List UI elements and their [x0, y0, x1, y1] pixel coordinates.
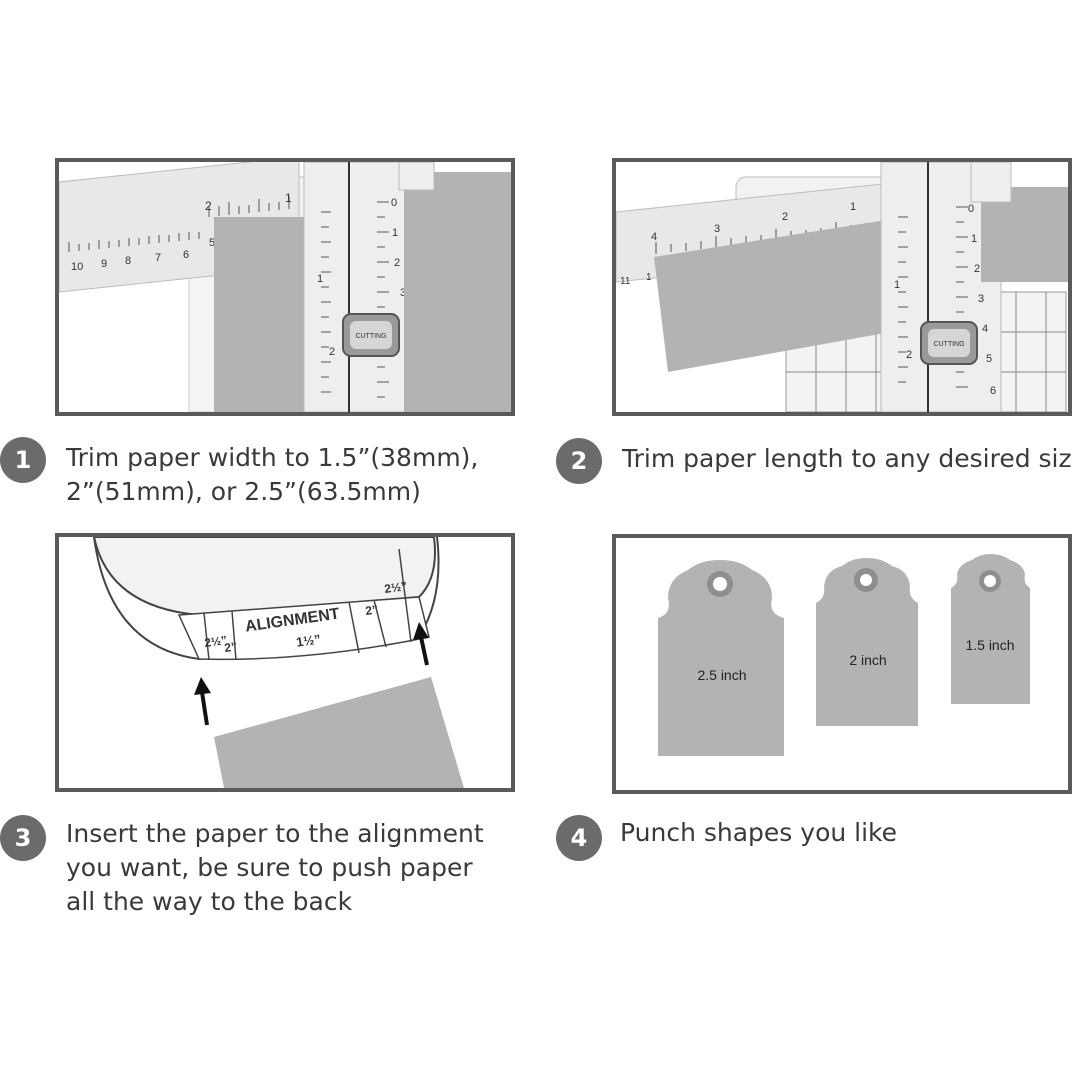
ruler-number: 3: [400, 287, 406, 299]
tag-label: 1.5 inch: [965, 637, 1014, 653]
caption-line: you want, be sure to push paper: [66, 853, 473, 882]
alignment-size-right: 2½”: [383, 579, 407, 596]
rail-top: [970, 162, 1012, 203]
tag-2-5-inch: 2.5 inch: [658, 560, 784, 756]
ruler-number: 5: [209, 237, 215, 249]
ruler-number: 1: [971, 233, 977, 245]
paper-sheet: [214, 677, 464, 788]
ruler-number: 9: [101, 258, 107, 270]
alignment-size-right: 2”: [364, 602, 379, 618]
cutting-slider-face: [928, 329, 970, 357]
cutting-label: CUTTING: [355, 333, 386, 340]
tag-2-inch: 2 inch: [816, 558, 918, 726]
ruler-number: 0: [968, 203, 974, 215]
ruler-number: 1: [392, 227, 398, 239]
alignment-illustration: ALIGNMENT 1½” 2½” 2” 2” 2½”: [92, 537, 464, 788]
ruler-number: 3: [978, 293, 984, 305]
ruler-number: 1: [285, 191, 292, 205]
ruler-number: 1: [646, 272, 652, 283]
paper-sheet: [654, 220, 891, 372]
cutting-slider-face: [350, 321, 392, 349]
step-1-caption: Trim paper width to 1.5”(38mm), 2”(51mm)…: [66, 441, 478, 509]
ruler-number: 1: [850, 201, 856, 213]
ruler-number: 2: [974, 263, 980, 275]
punch-shapes-illustration: 2.5 inch 2 inch 1.5 inch: [658, 554, 1030, 756]
ruler-number: 1: [894, 279, 900, 291]
tag-label: 2.5 inch: [697, 667, 746, 683]
tag-1-5-inch: 1.5 inch: [951, 554, 1030, 704]
caption-line: Trim paper length to any desired size: [622, 444, 1072, 473]
ruler-number: 4: [982, 323, 988, 335]
tag-label: 2 inch: [849, 652, 886, 668]
ruler-number: 2: [394, 257, 400, 269]
caption-line: all the way to the back: [66, 887, 353, 916]
step-number-badge: 4: [556, 815, 602, 861]
ruler-number: 5: [986, 353, 992, 365]
alignment-size-center: 1½”: [295, 631, 321, 649]
alignment-dividers: [203, 548, 412, 661]
arrow-up-icon: [194, 677, 211, 726]
ruler-number: 6: [183, 249, 189, 261]
step-2-caption: Trim paper length to any desired size: [622, 442, 1072, 476]
panel-trim-length: 4 3 2 1 11 1 1 2 0 1 2 3 4 5 6: [612, 158, 1072, 416]
ruler-number: 1: [317, 273, 323, 285]
ruler-number: 2: [906, 349, 912, 361]
rail-top: [398, 162, 435, 191]
paper-sheet: [404, 172, 511, 412]
ruler-number: 10: [71, 261, 83, 273]
caption-line: Insert the paper to the alignment: [66, 819, 484, 848]
panel-trim-width: 2 1 10 9 8 7 6 5 1 2 0 1 2 3 4 5: [55, 158, 515, 416]
ruler-number: 4: [651, 231, 657, 243]
caption-line: Punch shapes you like: [620, 818, 898, 847]
ruler-number: 2: [205, 199, 212, 213]
alignment-size-left: 2½”: [203, 633, 227, 650]
step-4-caption: Punch shapes you like: [620, 816, 897, 850]
trim-length-illustration: 4 3 2 1 11 1 1 2 0 1 2 3 4 5 6: [616, 162, 1068, 412]
ruler-number: 2: [329, 346, 335, 358]
ruler-number: 8: [125, 255, 131, 267]
caption-line: 2”(51mm), or 2.5”(63.5mm): [66, 477, 421, 506]
paper-sheet: [214, 217, 309, 412]
panel-alignment: ALIGNMENT 1½” 2½” 2” 2” 2½”: [55, 533, 515, 792]
ruler-ticks: [68, 196, 290, 252]
ruler-number: 2: [782, 211, 788, 223]
arrow-up-icon: [413, 622, 429, 666]
step-number-badge: 3: [0, 815, 46, 861]
panel-punch-shapes: 2.5 inch 2 inch 1.5 inch: [612, 534, 1072, 794]
step-number-badge: 1: [0, 437, 46, 483]
ruler-number: 11: [620, 276, 631, 287]
ruler-number: 6: [990, 385, 996, 397]
paper-sheet: [981, 187, 1068, 282]
ruler-number: 3: [714, 223, 720, 235]
ruler-number: 0: [391, 197, 397, 209]
trim-width-illustration: 2 1 10 9 8 7 6 5 1 2 0 1 2 3 4 5: [59, 162, 511, 412]
step-3-caption: Insert the paper to the alignment you wa…: [66, 817, 484, 919]
cutting-label: CUTTING: [933, 341, 964, 348]
step-number-badge: 2: [556, 438, 602, 484]
alignment-size-left: 2”: [223, 639, 238, 655]
ruler-number: 7: [155, 252, 161, 264]
caption-line: Trim paper width to 1.5”(38mm),: [66, 443, 479, 472]
